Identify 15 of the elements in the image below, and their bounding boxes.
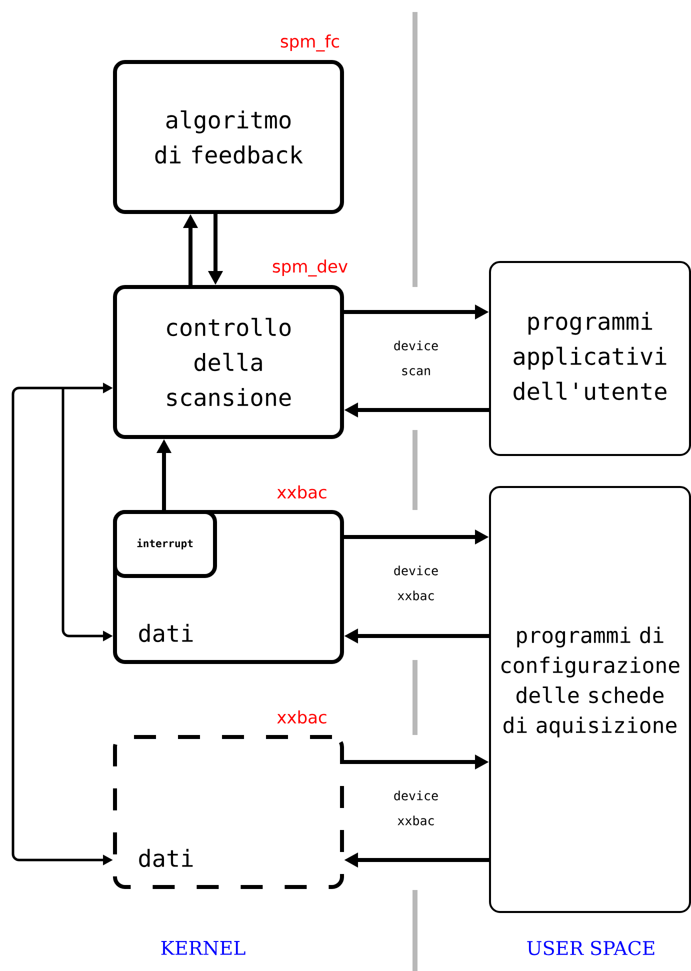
- process-box: algoritmo di feedback: [113, 60, 344, 214]
- region-label: KERNEL: [161, 940, 246, 956]
- edge-label: device xxbac: [384, 790, 448, 826]
- module-label: spm_dev: [272, 260, 348, 276]
- module-label: spm_fc: [280, 34, 339, 52]
- edge-label: device xxbac: [384, 564, 448, 602]
- device-box: dati: [113, 735, 344, 889]
- program-box: programmi di configurazione delle schede di aquisizione: [489, 486, 691, 913]
- edge-label: device scan: [384, 340, 448, 376]
- interrupt-box: interrupt: [113, 510, 217, 578]
- program-box: programmi applicativi dell'utente: [489, 261, 691, 456]
- module-label: xxbac: [277, 485, 326, 499]
- module-label: xxbac: [277, 710, 326, 724]
- process-box: controllo della scansione: [113, 285, 344, 439]
- region-label: USER SPACE: [527, 940, 654, 956]
